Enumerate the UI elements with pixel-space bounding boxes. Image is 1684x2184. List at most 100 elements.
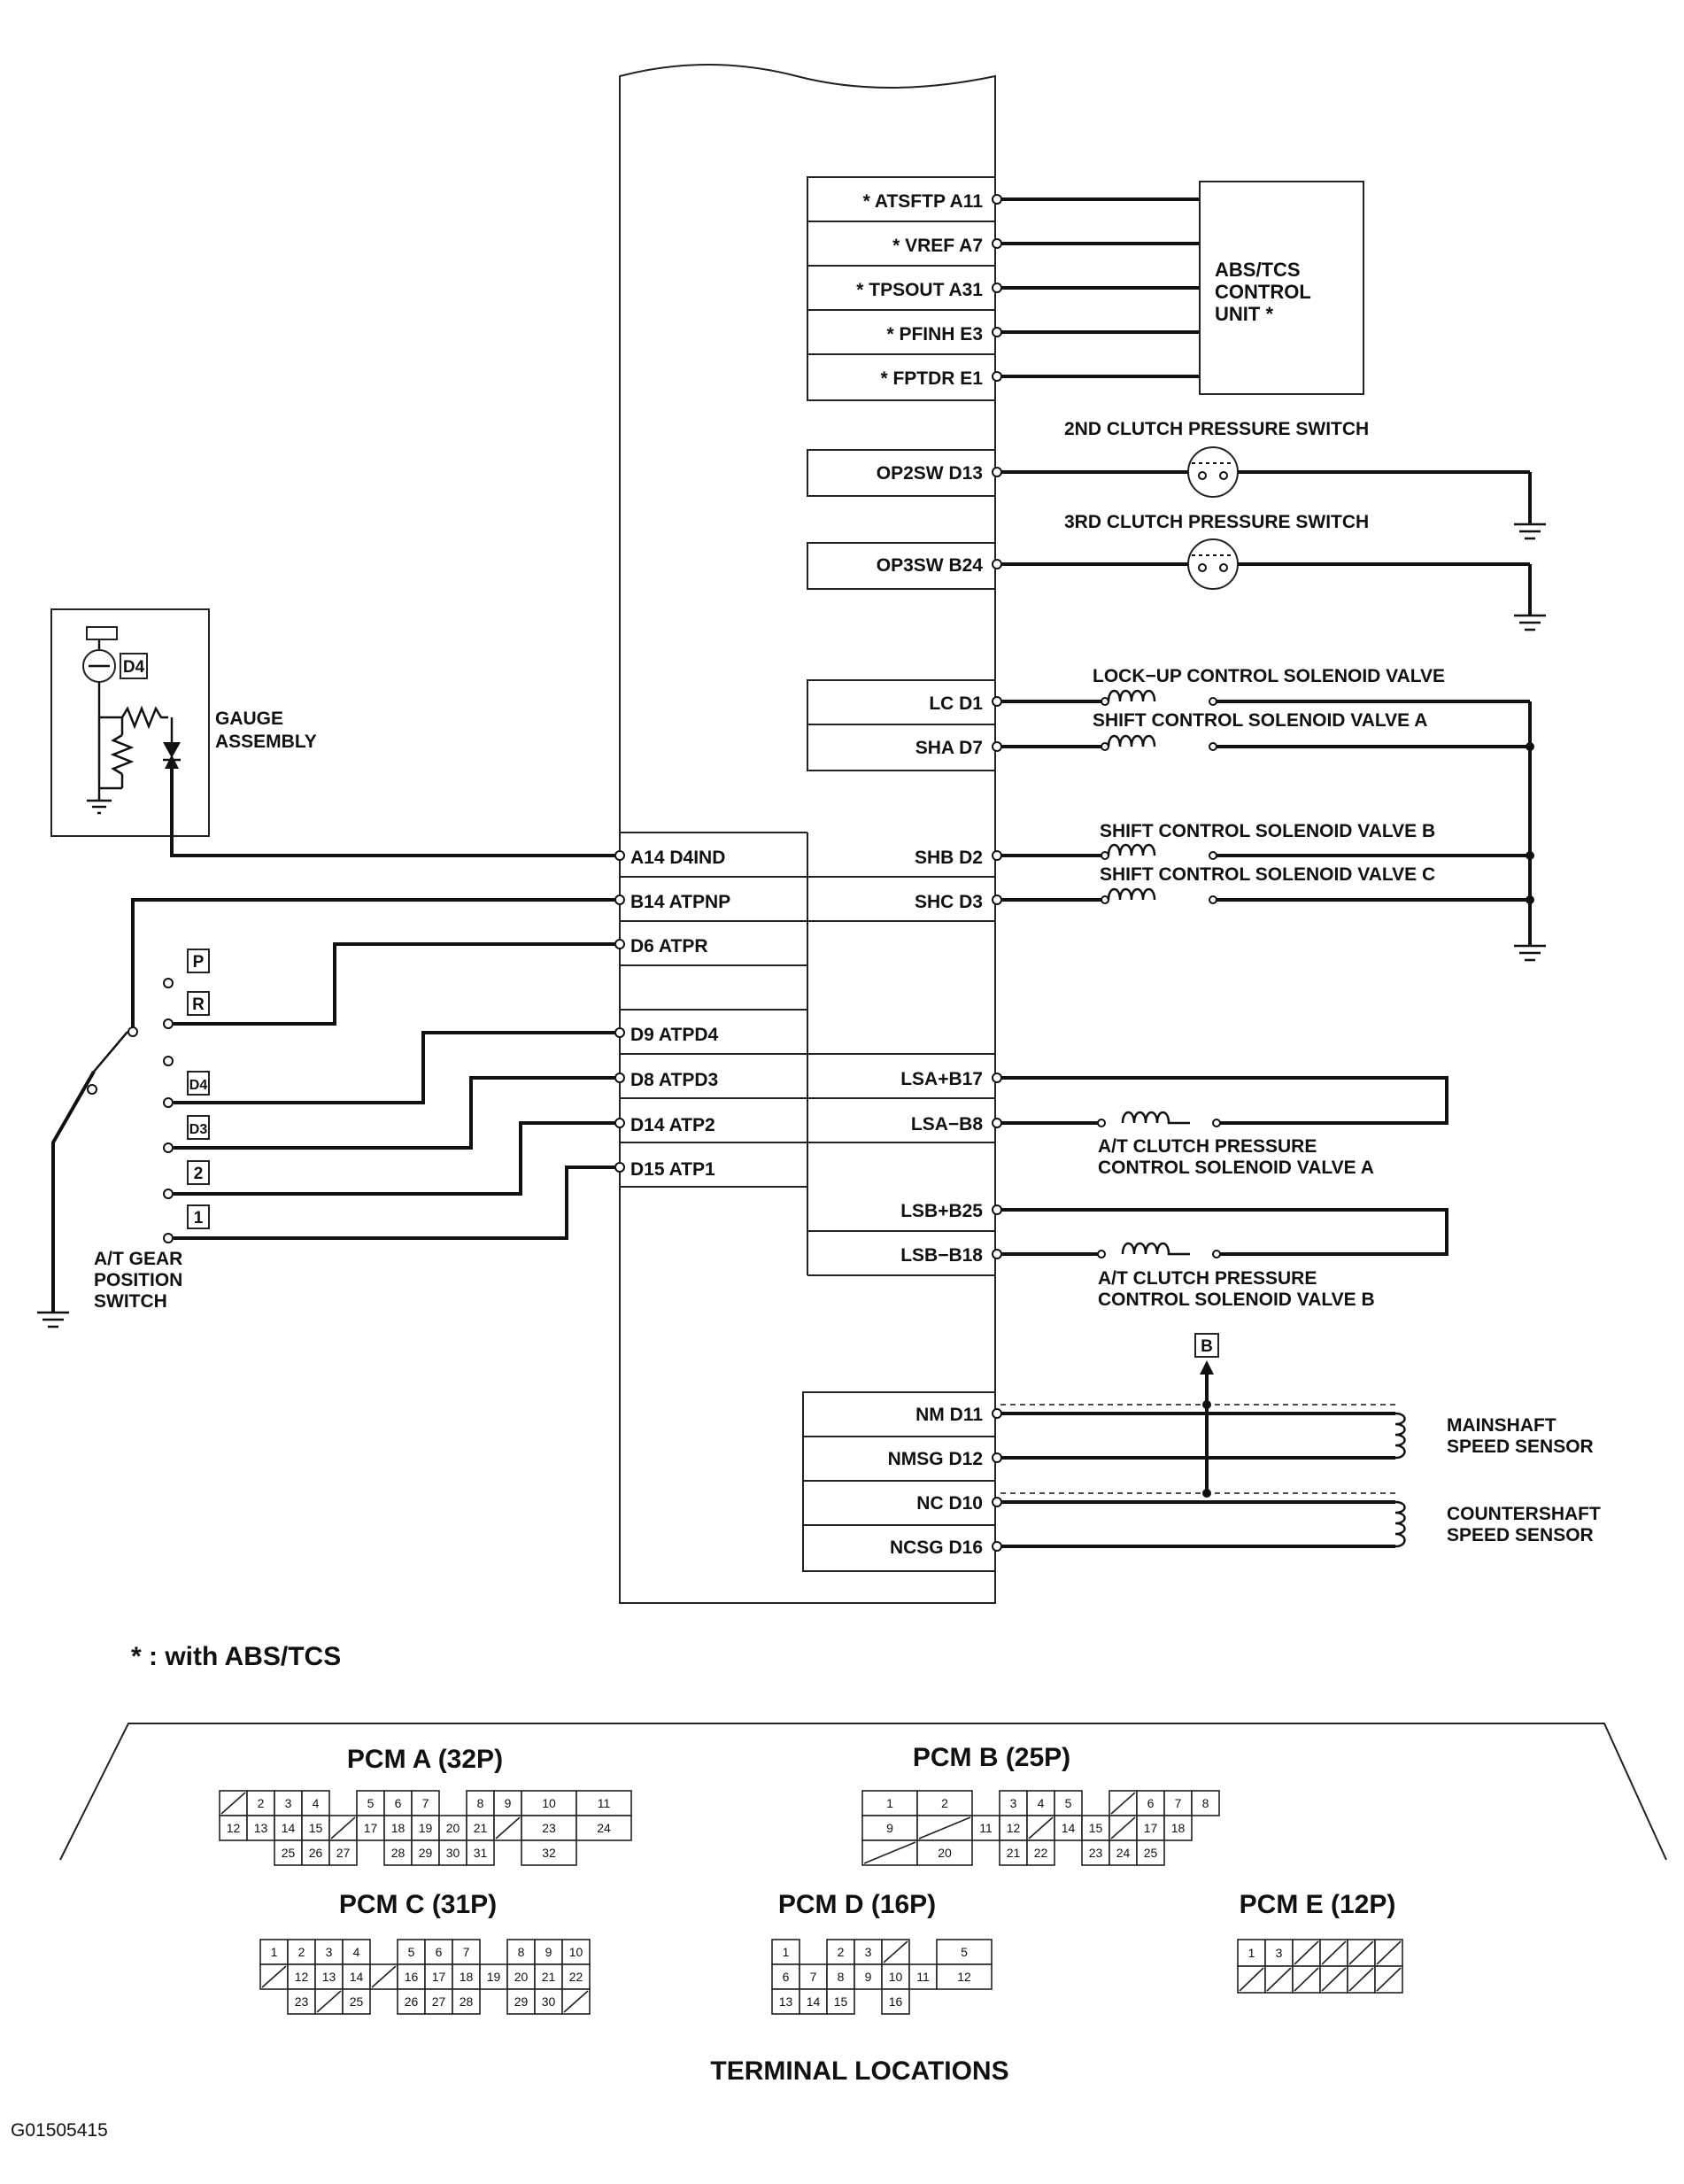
terminal-number: 5 [1065, 1796, 1072, 1810]
terminal-number: 17 [1144, 1821, 1158, 1835]
terminal-cell: 27 [424, 1988, 453, 2015]
terminal-cell: 5 [397, 1939, 426, 1965]
terminal-cell: 17 [1136, 1815, 1165, 1841]
terminal-number: 4 [1038, 1796, 1045, 1810]
terminal-cell: 22 [561, 1963, 591, 1990]
d4-indicator-label: D4 [123, 658, 145, 677]
countershaft-speed-sensor: NC D10 NCSG D16 COUNTERSHAFT SPEED SENSO… [890, 1492, 1601, 1558]
terminal-number: 3 [1010, 1796, 1017, 1810]
terminal-cell: 4 [301, 1790, 330, 1816]
terminal-number: 15 [834, 1994, 848, 2009]
terminal-cell: 1 [259, 1939, 289, 1965]
gear-switch-label: POSITION [94, 1270, 182, 1290]
terminal-cell: 20 [438, 1815, 467, 1841]
terminal-cell: 16 [397, 1963, 426, 1990]
terminal-number: 2 [941, 1796, 948, 1810]
terminal-cell: 9 [861, 1815, 918, 1841]
terminal-number: 7 [422, 1796, 429, 1810]
terminal-number: 23 [542, 1821, 556, 1835]
terminal-cell: 17 [424, 1963, 453, 1990]
terminal-cell: 7 [1163, 1790, 1193, 1816]
terminal-cell: 20 [506, 1963, 536, 1990]
terminal-number: 1 [271, 1945, 278, 1959]
valve-label: CONTROL SOLENOID VALVE B [1098, 1289, 1375, 1310]
pin-label: * VREF A7 [892, 236, 983, 256]
lockup-solenoid: LC D1 LOCK−UP CONTROL SOLENOID VALVE [929, 666, 1530, 714]
terminal-number: 16 [405, 1970, 419, 1984]
terminal-number: 3 [1276, 1946, 1283, 1960]
terminal-number: 6 [783, 1970, 790, 1984]
terminal-cell: 19 [411, 1815, 440, 1841]
footnote: * : with ABS/TCS [131, 1642, 341, 1671]
sensor-label: MAINSHAFT [1447, 1415, 1557, 1436]
contact-d3 [163, 1142, 174, 1153]
terminal-cell: 13 [246, 1815, 275, 1841]
terminal-number: 11 [598, 1796, 611, 1810]
terminal-cell [1347, 1965, 1376, 1994]
coil-symbol [1107, 843, 1156, 856]
ground-icon [1514, 944, 1546, 962]
diode-icon [163, 742, 181, 758]
terminal-cell: 24 [575, 1815, 632, 1841]
contact-1 [163, 1233, 174, 1243]
terminal-cell: 1 [1237, 1939, 1266, 1967]
terminal-cell: 15 [301, 1815, 330, 1841]
terminal-number: 18 [1171, 1821, 1186, 1835]
position-d4: D4 [189, 1078, 208, 1093]
terminal-cell [1109, 1815, 1138, 1841]
terminal-number: 14 [1062, 1821, 1076, 1835]
pin-b14-atpnp: B14 ATPNP [630, 892, 730, 912]
coil-symbol [1121, 1111, 1190, 1125]
clutch-pressure-valve-b: LSB+B25 LSB−B18 A/T CLUTCH PRESSURE CONT… [900, 1201, 1448, 1310]
terminal-cell: 14 [799, 1988, 828, 2015]
terminal-cell: 18 [383, 1815, 413, 1841]
contact-d4 [163, 1097, 174, 1108]
terminal-cell: 1 [771, 1939, 800, 1965]
terminal-number: 23 [295, 1994, 309, 2009]
terminal-number: 14 [807, 1994, 821, 2009]
terminal-cell [259, 1963, 289, 1990]
resistor-icon [110, 733, 135, 776]
terminal-cell: 10 [881, 1963, 910, 1990]
contact-n [163, 1056, 174, 1066]
valve-label: CONTROL SOLENOID VALVE A [1098, 1158, 1374, 1178]
terminal-number: 30 [542, 1994, 556, 2009]
terminal-number: 31 [474, 1846, 488, 1860]
terminal-number: 26 [405, 1994, 419, 2009]
terminal-number: 17 [432, 1970, 446, 1984]
terminal-cell: 25 [1136, 1839, 1165, 1866]
coil-symbol [1121, 1242, 1190, 1256]
terminal-number: 12 [295, 1970, 309, 1984]
terminal-cell: 15 [826, 1988, 855, 2015]
terminal-cell: 14 [274, 1815, 303, 1841]
terminal-cell: 3 [854, 1939, 883, 1965]
terminal-cell: 2 [916, 1790, 973, 1816]
terminal-cell [1374, 1939, 1403, 1967]
shift-solenoid-a: SHA D7 SHIFT CONTROL SOLENOID VALVE A [915, 710, 1530, 758]
d4ind-wire [165, 755, 616, 857]
terminal-number: 20 [446, 1821, 460, 1835]
terminal-cell: 23 [521, 1815, 577, 1841]
terminal-cell: 25 [342, 1988, 371, 2015]
terminal-cell [219, 1790, 248, 1816]
terminal-cell [1109, 1790, 1138, 1816]
terminal-number: 13 [779, 1994, 793, 2009]
pin-label: * TPSOUT A31 [856, 280, 983, 300]
terminal-cell: 28 [452, 1988, 481, 2015]
shield-marker-label: B [1201, 1337, 1213, 1356]
terminal-cell: 21 [466, 1815, 495, 1841]
terminal-number: 2 [838, 1945, 845, 1959]
terminal-cell: 25 [274, 1839, 303, 1866]
terminal-cell: 10 [521, 1790, 577, 1816]
solenoid-label: LOCK−UP CONTROL SOLENOID VALVE [1093, 666, 1445, 686]
pin-label: * FPTDR E1 [880, 368, 983, 389]
terminal-cell: 23 [287, 1988, 316, 2015]
terminal-number: 14 [350, 1970, 364, 1984]
terminal-cell: 6 [383, 1790, 413, 1816]
terminal-number: 3 [326, 1945, 333, 1959]
terminal-number: 19 [487, 1970, 501, 1984]
pin-label: OP2SW D13 [877, 463, 983, 484]
